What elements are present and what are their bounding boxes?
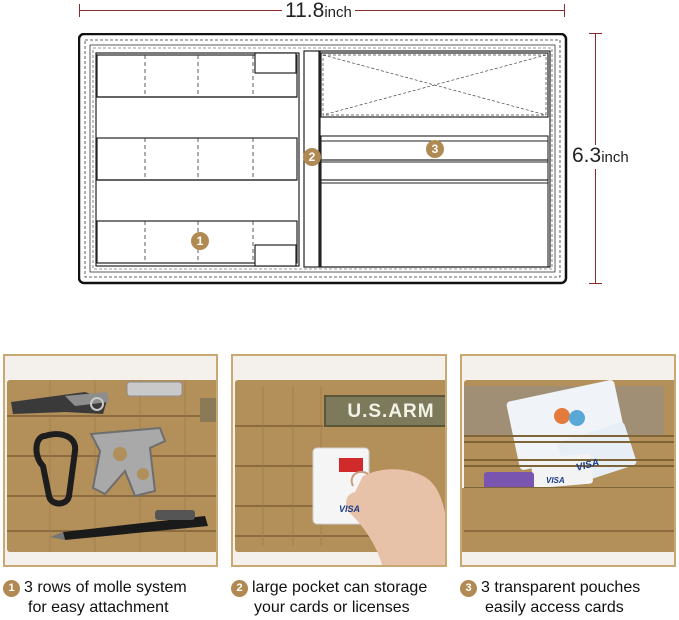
width-unit: inch: [324, 4, 352, 21]
molle-panel: [95, 52, 300, 267]
photo-large-pocket: U.S.ARM VISA: [231, 354, 447, 567]
marker-3: 3: [426, 140, 444, 158]
caption-1-badge: 1: [3, 580, 20, 597]
caption-1-line2: for easy attachment: [28, 599, 169, 616]
caption-2-badge: 2: [231, 580, 248, 597]
caption-3-line1: 3 transparent pouches: [481, 579, 641, 596]
photo-transparent-pouches: VISA VISA: [460, 354, 676, 567]
caption-3-badge: 3: [460, 580, 477, 597]
height-dimension-tick-top: [589, 33, 602, 34]
marker-2: 2: [303, 148, 321, 166]
caption-2-line1: large pocket can storage: [252, 579, 428, 596]
molle-dashes: [144, 55, 254, 263]
caption-2-line2: your cards or licenses: [254, 599, 410, 616]
caption-3-line2: easily access cards: [485, 599, 624, 616]
photo-pocket-illustration: [233, 356, 445, 565]
height-dimension-tick-bottom: [589, 283, 602, 284]
photo-molle-illustration: [5, 356, 216, 565]
bottom-tab: [254, 244, 297, 267]
card-brand: VISA: [339, 504, 361, 514]
height-unit: inch: [601, 149, 629, 166]
marker-1: 1: [191, 232, 209, 250]
height-label: 6.3inch: [569, 145, 632, 169]
width-dimension-tick-right: [564, 4, 565, 17]
width-label: 11.8inch: [282, 0, 355, 24]
photo-molle-attachments: [3, 354, 218, 567]
organizer-diagram: [78, 33, 568, 285]
window-cross: [322, 54, 547, 116]
width-value: 11.8: [285, 0, 325, 22]
outer-frame: [78, 33, 568, 285]
outer-stitching: [84, 39, 561, 278]
caption-1-line1: 3 rows of molle system: [24, 579, 187, 596]
pouch-card-brand-2: VISA: [546, 476, 565, 485]
pouches: [320, 135, 549, 268]
photo-pouches-illustration: [462, 356, 674, 565]
inner-border: [89, 44, 556, 273]
top-tab: [254, 52, 297, 74]
us-army-patch: U.S.ARM: [347, 401, 435, 422]
height-value: 6.3: [572, 144, 602, 167]
width-dimension-tick-left: [79, 4, 80, 17]
